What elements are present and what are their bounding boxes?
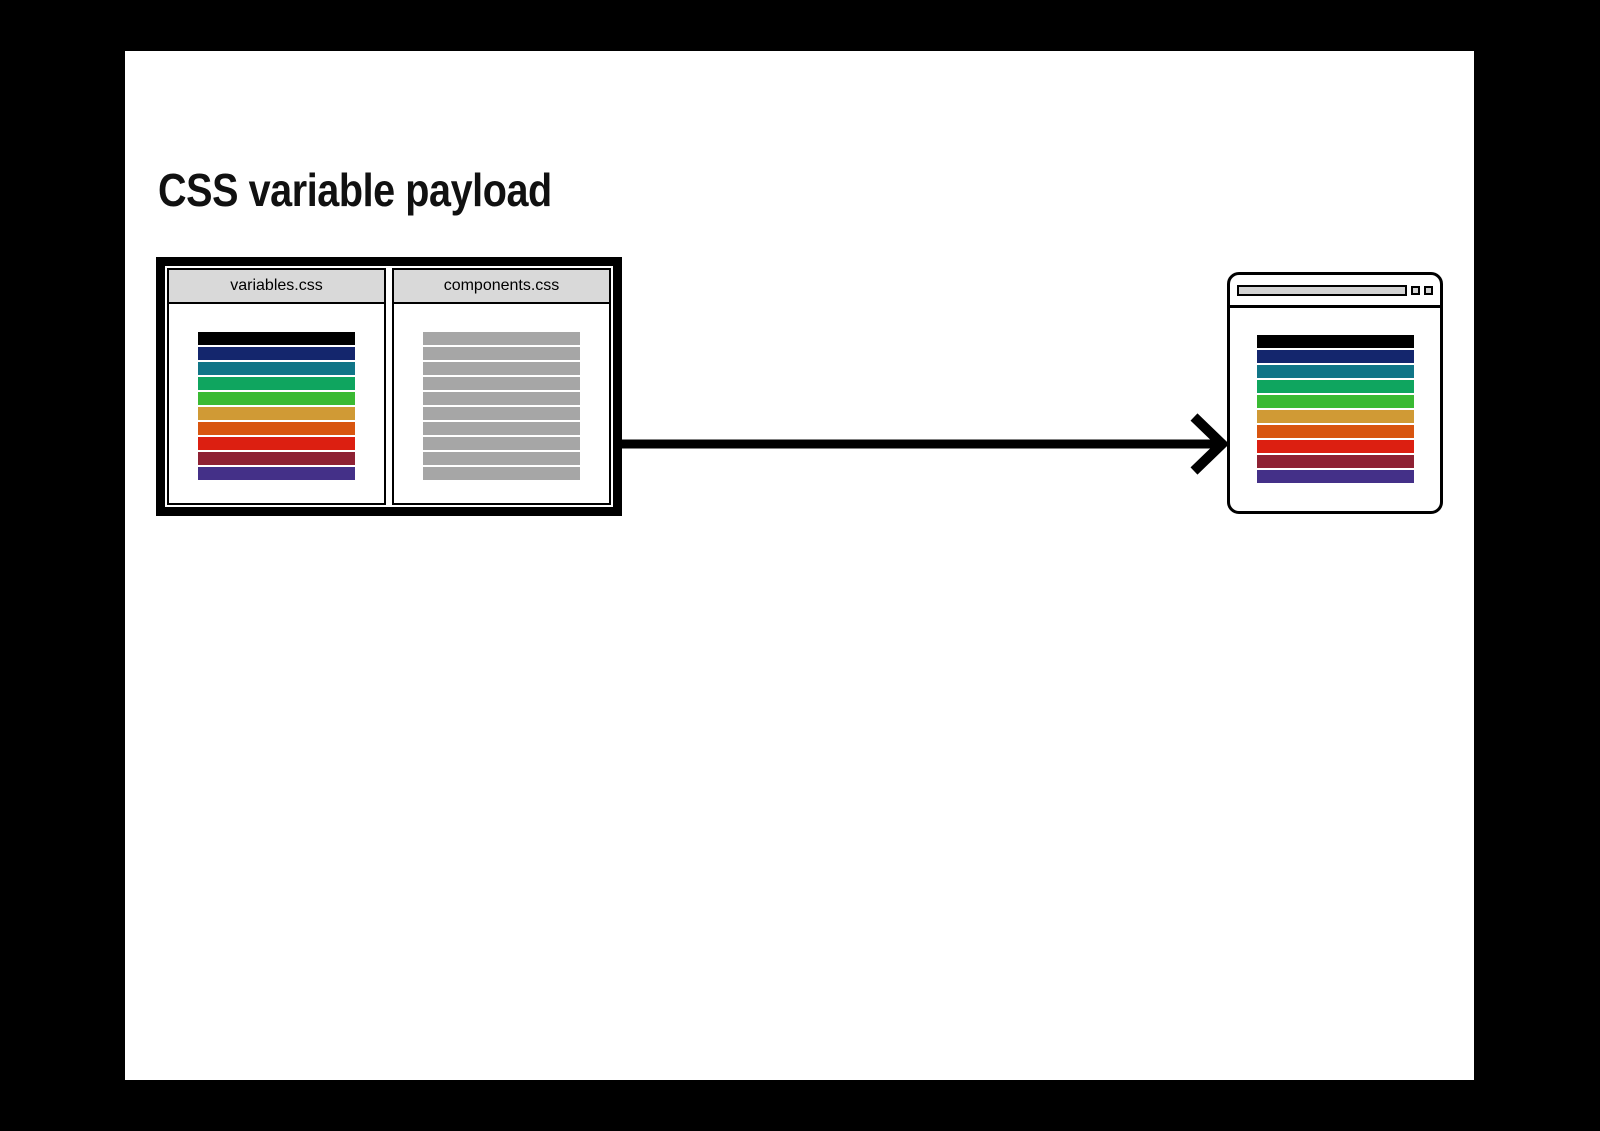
diagram-canvas: CSS variable payload variables.css compo… <box>125 51 1474 1080</box>
browser-toolbar <box>1230 275 1440 308</box>
color-stripe <box>1256 425 1414 438</box>
file-name-label-components: components.css <box>394 270 609 304</box>
diagram-title-text: CSS variable payload <box>158 164 552 216</box>
color-stripe <box>198 377 355 390</box>
file-body-variables <box>169 304 384 503</box>
color-stripe <box>423 422 580 435</box>
color-stripe <box>198 452 355 465</box>
color-stripe <box>1256 350 1414 363</box>
color-stripe <box>423 377 580 390</box>
css-files-group: variables.css components.css <box>156 257 622 516</box>
color-stripe <box>423 362 580 375</box>
flow-arrow-icon <box>622 413 1230 475</box>
browser-window <box>1227 272 1443 514</box>
color-stripe <box>1256 455 1414 468</box>
url-bar <box>1237 284 1407 296</box>
color-stripe <box>1256 365 1414 378</box>
color-stripe <box>423 392 580 405</box>
color-stripe <box>198 347 355 360</box>
color-stripe <box>198 332 355 345</box>
palette-stripes <box>198 332 355 503</box>
color-stripe <box>1256 410 1414 423</box>
code-line-stripes <box>423 332 580 503</box>
color-stripe <box>1256 380 1414 393</box>
color-stripe <box>198 362 355 375</box>
color-stripe <box>1256 440 1414 453</box>
color-stripe <box>423 407 580 420</box>
color-stripe <box>423 437 580 450</box>
color-stripe <box>423 467 580 480</box>
diagram-title: CSS variable payload <box>158 163 616 217</box>
file-panel-components: components.css <box>392 268 611 505</box>
color-stripe <box>1256 470 1414 483</box>
color-stripe <box>198 422 355 435</box>
browser-control-button-1 <box>1411 285 1420 295</box>
file-panel-variables: variables.css <box>167 268 386 505</box>
color-stripe <box>198 407 355 420</box>
rendered-palette-stripes <box>1256 335 1414 511</box>
file-body-components <box>394 304 609 503</box>
color-stripe <box>1256 335 1414 348</box>
color-stripe <box>423 347 580 360</box>
color-stripe <box>423 332 580 345</box>
color-stripe <box>198 392 355 405</box>
color-stripe <box>198 437 355 450</box>
browser-control-button-2 <box>1424 285 1433 295</box>
browser-viewport <box>1230 308 1440 511</box>
color-stripe <box>1256 395 1414 408</box>
color-stripe <box>423 452 580 465</box>
file-name-label-variables: variables.css <box>169 270 384 304</box>
color-stripe <box>198 467 355 480</box>
